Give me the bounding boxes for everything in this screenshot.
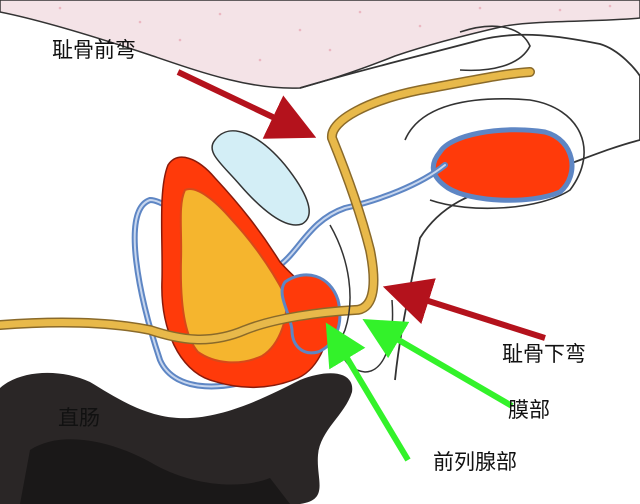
bladder-lumen — [179, 188, 288, 364]
urethra-lumen — [0, 68, 534, 343]
arrow-pubic-sub-curve — [382, 278, 546, 341]
arrow-pubic-front-curve — [176, 69, 317, 139]
corpus-cavernosum — [430, 127, 575, 203]
label-rectum: 直肠 — [58, 406, 100, 430]
label-membranous-part: 膜部 — [508, 398, 550, 422]
arrow-membranous-part — [362, 318, 514, 409]
tissue-speckles — [58, 4, 612, 62]
label-prostatic-part: 前列腺部 — [433, 450, 517, 474]
corpus-outline — [404, 97, 585, 210]
glans-outline — [459, 25, 531, 72]
label-pubic-sub-curve: 耻骨下弯 — [502, 342, 586, 366]
label-pubic-front-curve: 耻骨前弯 — [52, 38, 136, 62]
seminal-vesicle — [211, 130, 310, 226]
arrow-prostatic-part — [325, 322, 411, 462]
rectum-lower — [20, 439, 290, 504]
